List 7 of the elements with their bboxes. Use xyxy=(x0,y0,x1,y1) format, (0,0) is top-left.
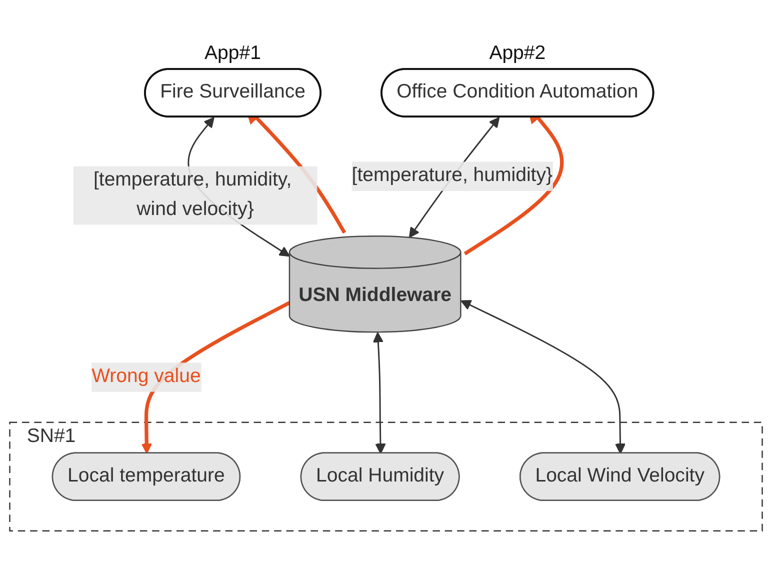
edge-label: Wrong value xyxy=(92,366,201,387)
arrow xyxy=(372,332,386,454)
arrow xyxy=(460,300,626,454)
edge-label: [temperature, humidity} xyxy=(352,165,553,186)
app-label: App#2 xyxy=(489,42,546,64)
app-label: App#1 xyxy=(204,42,261,64)
edge-label: [temperature, humidity, wind velocity} xyxy=(93,170,292,220)
